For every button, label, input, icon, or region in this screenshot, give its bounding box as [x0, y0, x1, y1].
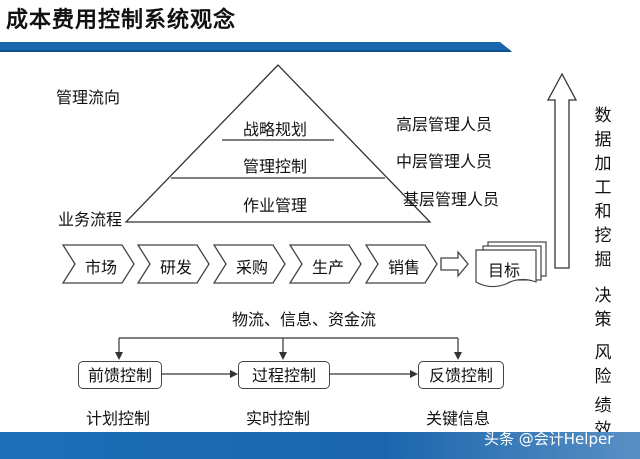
- vertical-text-data-processing: 数 据 加 工 和 挖 掘: [594, 106, 612, 270]
- chevron-rnd: [136, 244, 210, 284]
- pyramid: [124, 64, 432, 223]
- vertical-text-decision: 决 策: [594, 286, 612, 330]
- role-senior: 高层管理人员: [396, 115, 493, 134]
- caption-key-info: 关键信息: [426, 409, 491, 428]
- pyramid-level-strategy: 战略规划: [243, 120, 308, 139]
- step-rnd: 研发: [160, 258, 193, 277]
- target-label: 目标: [488, 261, 521, 280]
- chevron-market: [61, 244, 135, 284]
- process-chevrons: [61, 244, 438, 284]
- vertical-text-risk: 风 险: [594, 343, 612, 387]
- document-stack-icon: [475, 241, 547, 288]
- chevron-purchase: [212, 244, 286, 284]
- step-market: 市场: [85, 258, 118, 277]
- control-arrowheads: [115, 352, 462, 378]
- pyramid-level-management: 管理控制: [243, 157, 308, 176]
- feedforward-control-box: 前馈控制: [78, 361, 162, 389]
- pyramid-level-operations: 作业管理: [243, 196, 308, 215]
- flows-label: 物流、信息、资金流: [232, 310, 377, 329]
- feedback-control-box: 反馈控制: [418, 361, 504, 389]
- arrow-to-target-icon: [440, 250, 469, 278]
- top-bar: [0, 42, 512, 52]
- step-purchase: 采购: [236, 258, 269, 277]
- bottom-bar: [0, 432, 640, 459]
- caption-plan-control: 计划控制: [86, 409, 151, 428]
- management-flow-label: 管理流向: [56, 88, 121, 107]
- role-basic: 基层管理人员: [403, 190, 500, 209]
- step-production: 生产: [312, 258, 345, 277]
- process-control-box: 过程控制: [238, 361, 330, 389]
- step-sales: 销售: [388, 258, 421, 277]
- up-arrow-icon: [546, 72, 578, 269]
- watermark: 头条 @会计Helper: [484, 430, 614, 448]
- chevron-production: [288, 244, 362, 284]
- caption-realtime-control: 实时控制: [246, 409, 311, 428]
- business-process-label: 业务流程: [58, 210, 123, 229]
- role-middle: 中层管理人员: [396, 152, 493, 171]
- chevron-sales: [364, 244, 438, 284]
- page-title: 成本费用控制系统观念: [6, 8, 237, 33]
